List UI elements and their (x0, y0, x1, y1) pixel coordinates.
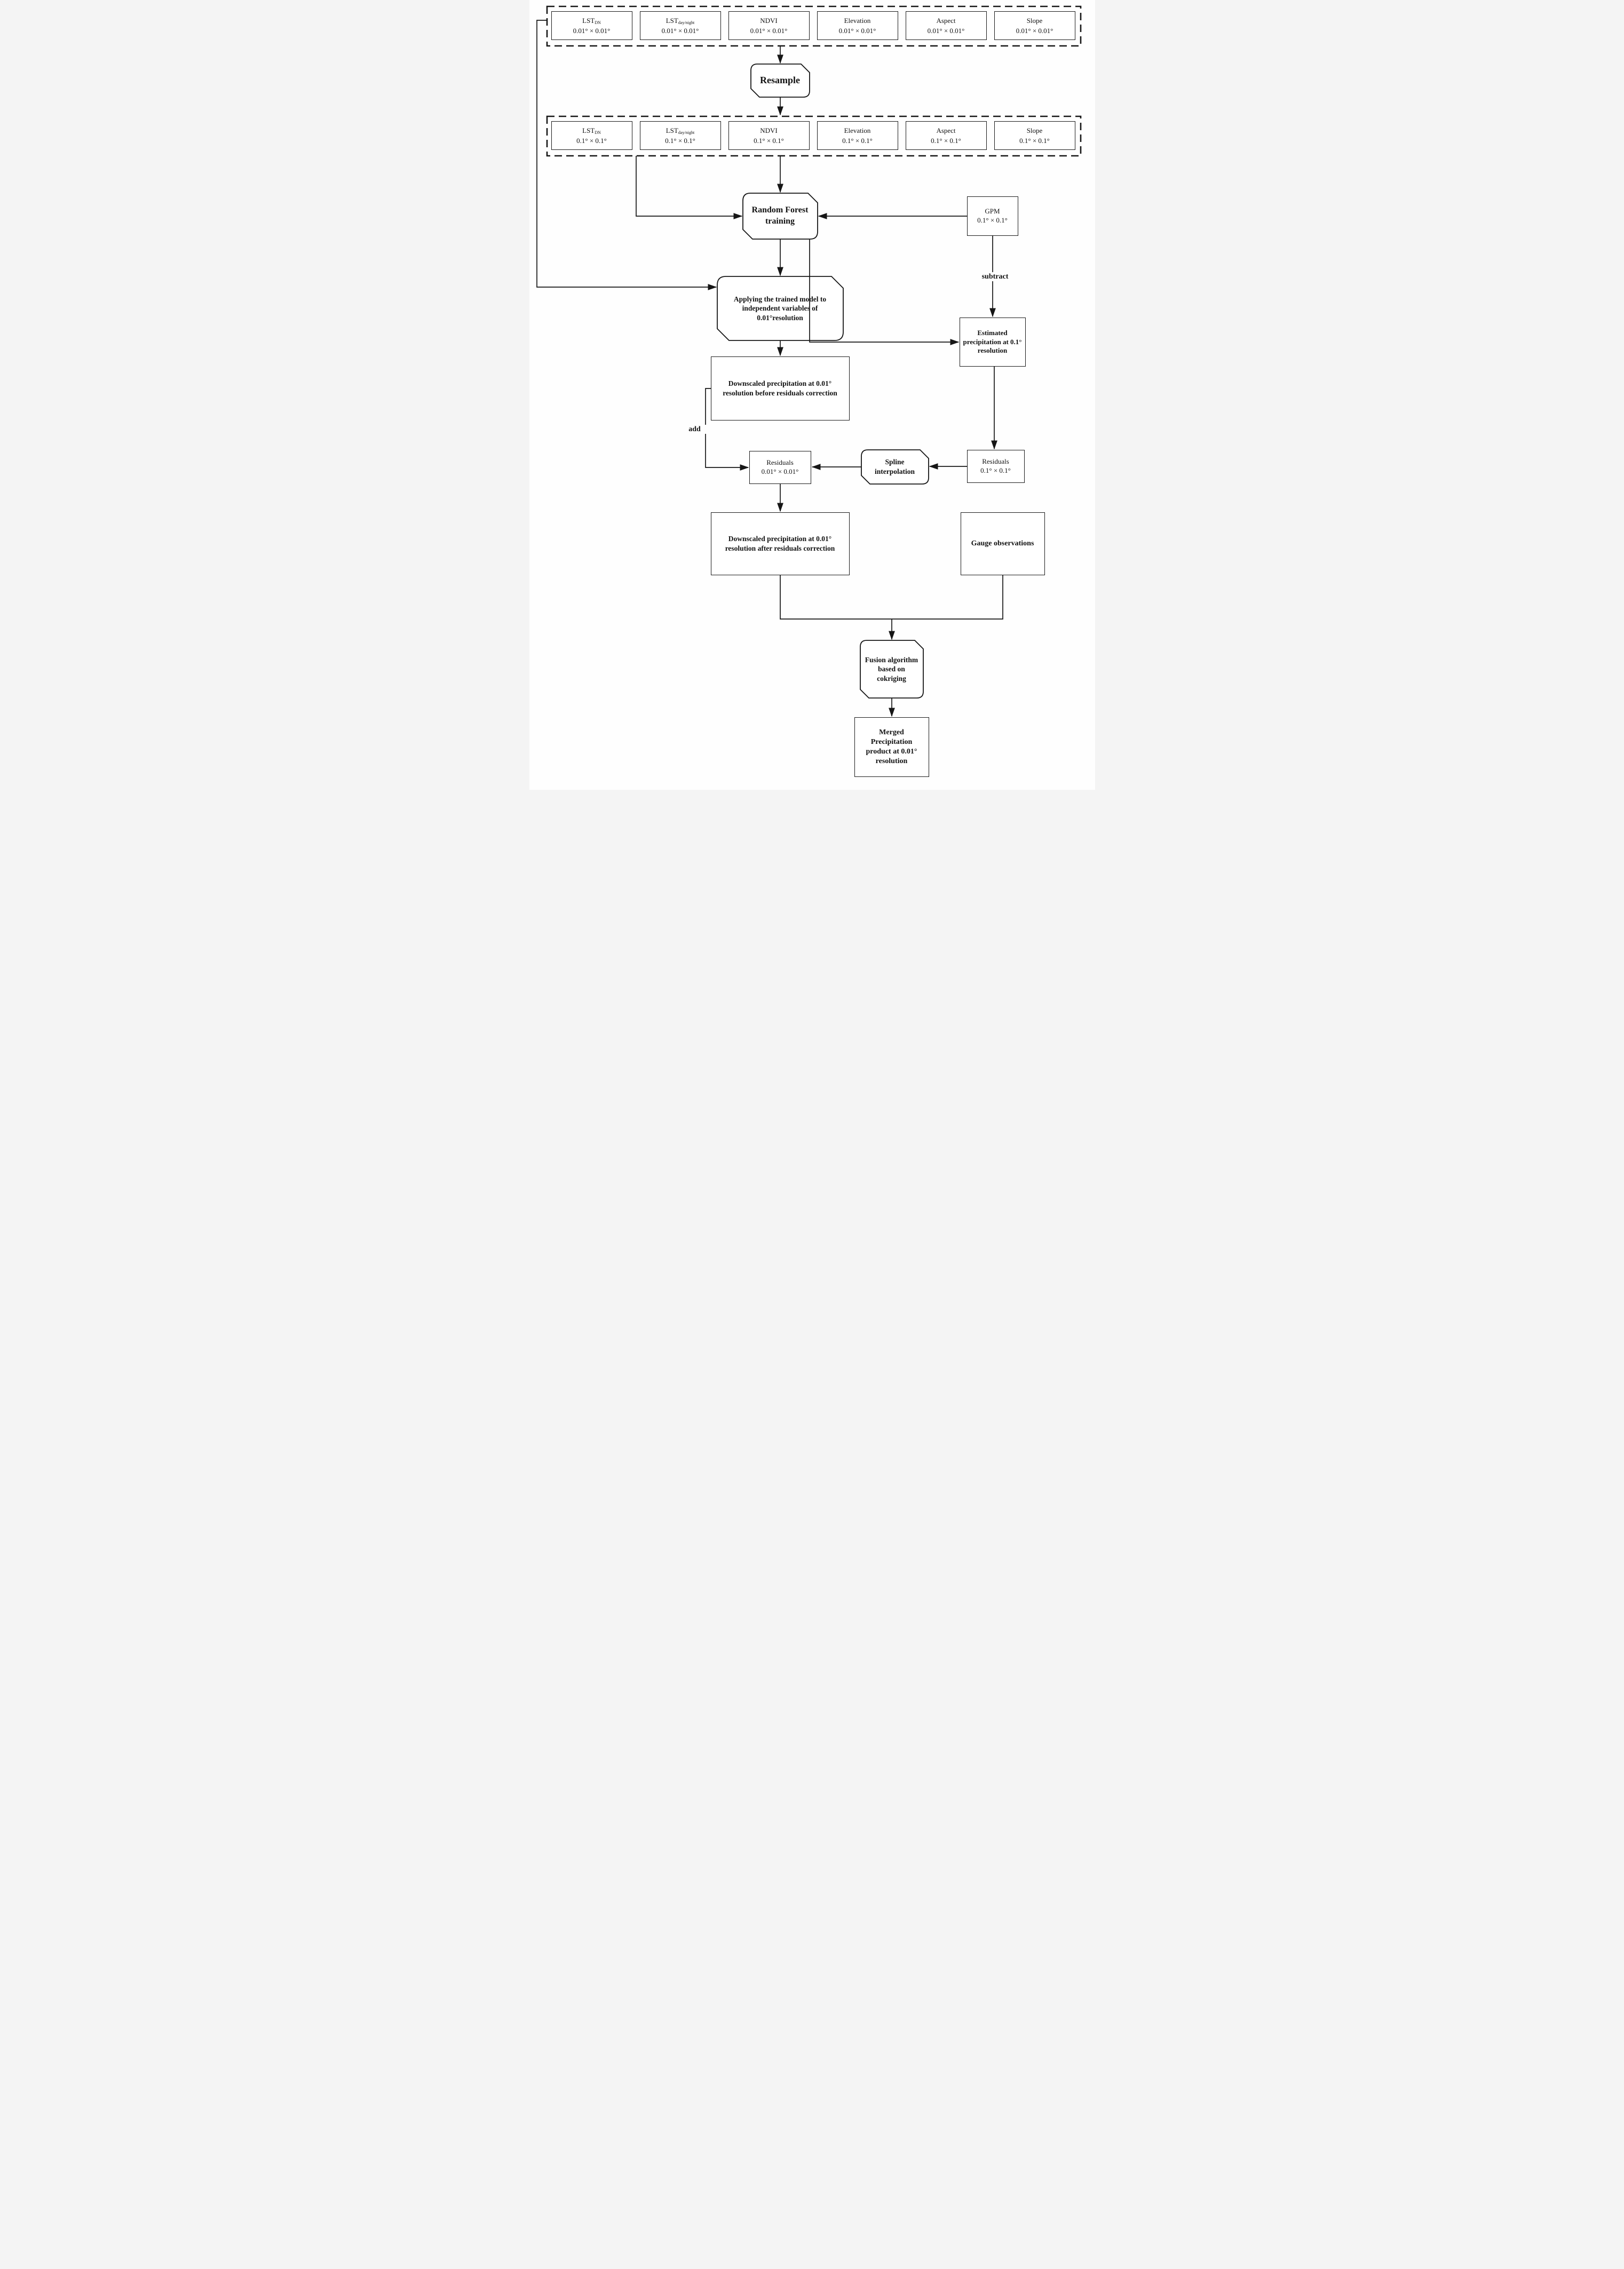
resample-shape (750, 64, 810, 98)
spline-interpolation-node: Spline interpolation (874, 458, 915, 475)
estimated-precipitation-box: Estimated precipitation at 0.1° resoluti… (959, 318, 1026, 367)
connector-layer (536, 5, 1081, 717)
var-name: LSTday/night (666, 126, 695, 136)
var-resolution: 0.01° × 0.01° (661, 26, 699, 35)
var-box-lst-dn-fine: LSTDN 0.01° × 0.01° (551, 11, 632, 40)
var-name: Aspect (936, 126, 956, 135)
downscaled-before-box: Downscaled precipitation at 0.01° resolu… (710, 356, 850, 421)
edge-coarse-to-rf-left (635, 156, 742, 219)
gpm-box: GPM 0.1° × 0.1° (967, 196, 1018, 236)
dashed-container-fine (546, 5, 1081, 47)
var-name: Slope (1026, 126, 1043, 135)
gauge-observations-box: Gauge observations (960, 512, 1045, 575)
resample-node: Resample (760, 75, 800, 86)
residuals-coarse-resolution: 0.1° × 0.1° (980, 466, 1011, 474)
var-box-lst-daynight-coarse: LSTday/night 0.1° × 0.1° (639, 121, 721, 150)
fusion-shape (859, 640, 924, 699)
gpm-name: GPM (985, 207, 1000, 216)
variable-row-coarse: LSTDN 0.1° × 0.1° LSTday/night 0.1° × 0.… (551, 121, 1075, 150)
var-resolution: 0.1° × 0.1° (754, 136, 784, 145)
fusion-node: Fusion algorithm based on cokriging (865, 655, 918, 683)
var-box-aspect-fine: Aspect 0.01° × 0.01° (905, 11, 987, 40)
var-box-elevation-fine: Elevation 0.01° × 0.01° (817, 11, 898, 40)
edge-rf-to-estimated (809, 239, 959, 345)
var-resolution: 0.1° × 0.1° (931, 136, 961, 145)
residuals-fine-box: Residuals 0.01° × 0.01° (749, 451, 811, 484)
var-resolution: 0.01° × 0.01° (1016, 26, 1053, 35)
var-resolution: 0.01° × 0.01° (750, 26, 788, 35)
var-name: Slope (1026, 17, 1043, 25)
add-edge-label: add (683, 425, 707, 434)
var-box-aspect-coarse: Aspect 0.1° × 0.1° (905, 121, 987, 150)
var-resolution: 0.1° × 0.1° (576, 136, 607, 145)
flowchart-canvas: LSTDN 0.01° × 0.01° LSTday/night 0.01° ×… (529, 0, 1095, 790)
var-box-slope-coarse: Slope 0.1° × 0.1° (994, 121, 1075, 150)
subtract-edge-label: subtract (976, 272, 1014, 282)
var-resolution: 0.1° × 0.1° (1019, 136, 1050, 145)
random-forest-node: Random Forest training (751, 205, 809, 226)
var-box-lst-dn-coarse: LSTDN 0.1° × 0.1° (551, 121, 632, 150)
edge-merge-junction (779, 575, 1003, 620)
var-box-slope-fine: Slope 0.01° × 0.01° (994, 11, 1075, 40)
var-resolution: 0.01° × 0.01° (838, 26, 876, 35)
var-box-lst-daynight-fine: LSTday/night 0.01° × 0.01° (639, 11, 721, 40)
var-name: Aspect (936, 17, 956, 25)
var-name: LSTDN (582, 17, 601, 26)
dashed-container-coarse (546, 115, 1081, 157)
downscaled-after-box: Downscaled precipitation at 0.01° resolu… (710, 512, 850, 575)
var-name: NDVI (760, 17, 778, 25)
edge-fine-to-applying (536, 20, 717, 290)
var-name: LSTDN (582, 126, 601, 136)
random-forest-shape (742, 193, 818, 240)
applying-model-node: Applying the trained model to independen… (733, 295, 827, 322)
var-resolution: 0.01° × 0.01° (927, 26, 965, 35)
residuals-fine-name: Residuals (766, 458, 794, 467)
applying-shape (716, 276, 844, 341)
residuals-coarse-name: Residuals (982, 457, 1009, 466)
spline-shape (860, 449, 929, 485)
var-name: LSTday/night (666, 17, 695, 26)
var-box-ndvi-coarse: NDVI 0.1° × 0.1° (728, 121, 810, 150)
var-name: Elevation (844, 17, 871, 25)
var-name: NDVI (760, 126, 778, 135)
residuals-coarse-box: Residuals 0.1° × 0.1° (967, 450, 1025, 483)
residuals-fine-resolution: 0.01° × 0.01° (761, 467, 799, 475)
var-name: Elevation (844, 126, 871, 135)
var-box-ndvi-fine: NDVI 0.01° × 0.01° (728, 11, 810, 40)
gpm-resolution: 0.1° × 0.1° (977, 216, 1008, 224)
var-resolution: 0.1° × 0.1° (665, 136, 695, 145)
merged-product-box: Merged Precipitation product at 0.01° re… (854, 717, 929, 777)
var-resolution: 0.1° × 0.1° (842, 136, 873, 145)
variable-row-fine: LSTDN 0.01° × 0.01° LSTday/night 0.01° ×… (551, 11, 1075, 40)
var-resolution: 0.01° × 0.01° (573, 26, 611, 35)
var-box-elevation-coarse: Elevation 0.1° × 0.1° (817, 121, 898, 150)
